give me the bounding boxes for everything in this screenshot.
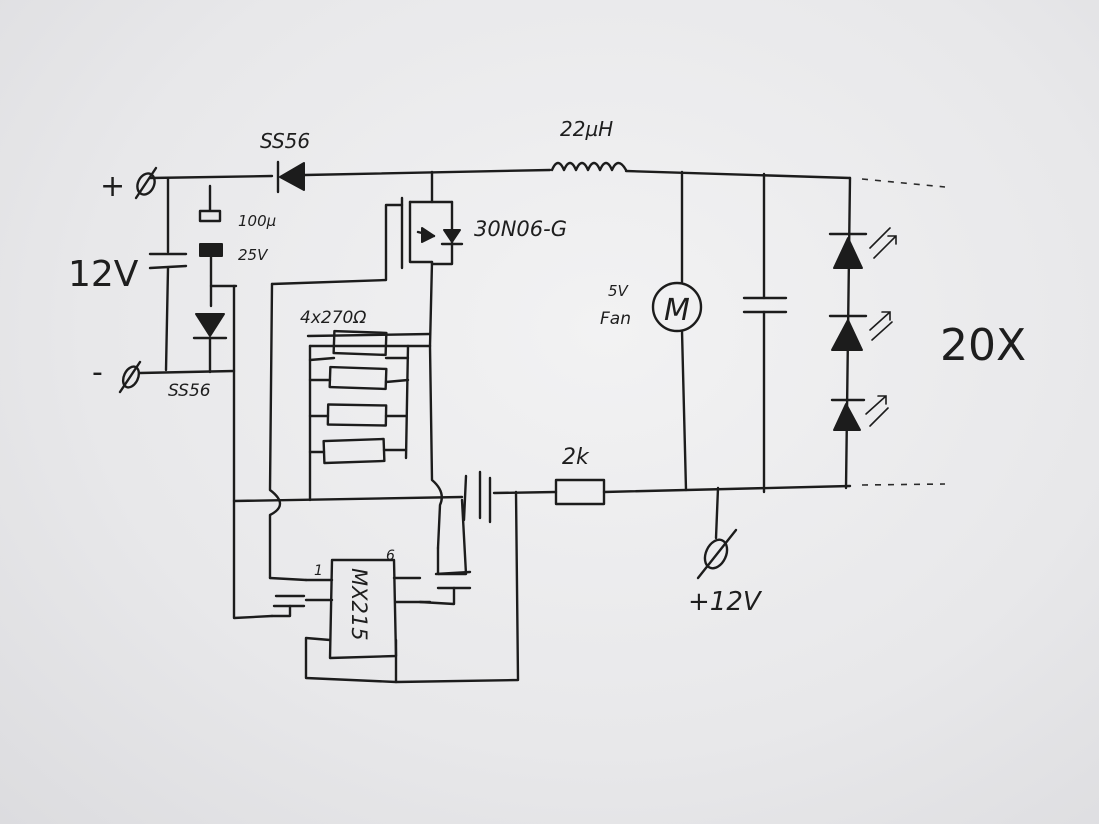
motor-symbol-label: M	[664, 293, 690, 328]
bottom-left-rail	[138, 369, 236, 375]
led-2	[828, 311, 893, 351]
fan-motor	[651, 170, 703, 492]
led-1	[828, 227, 897, 269]
mosfet-label: 30N06-G	[474, 217, 567, 241]
supply-voltage-label: 12V	[68, 254, 139, 295]
led-3	[830, 395, 889, 431]
led-string	[828, 176, 897, 490]
resistor-2k-label: 2k	[562, 445, 590, 470]
resistor-array-4x270	[268, 282, 443, 580]
supply-minus-label: -	[92, 355, 103, 390]
diode-bottom-label: SS56	[168, 381, 211, 401]
input-minus-terminal	[118, 360, 142, 394]
output-capacitor	[742, 172, 788, 494]
diode-top-label: SS56	[260, 129, 310, 153]
inductor-label: 22µH	[560, 117, 613, 141]
electrolytic-capacitor-100u	[198, 184, 223, 288]
ic-pin6-label: 6	[386, 548, 395, 564]
resistor-array-label: 4x270Ω	[300, 308, 366, 328]
output-12v-terminal	[696, 486, 738, 580]
diode-ss56-top	[276, 160, 305, 194]
ic-mx215: MX215	[304, 558, 432, 684]
bottom-rail-wire	[232, 484, 852, 503]
output-terminal-label: +12V	[688, 587, 763, 617]
top-rail-wire	[148, 168, 852, 180]
cap-value-label: 100µ	[238, 212, 276, 230]
ic-timing-capacitor-right	[418, 498, 472, 606]
fan-voltage-label: 5V	[608, 282, 630, 300]
input-capacitor	[148, 176, 188, 372]
input-plus-terminal	[134, 166, 158, 200]
ic-decoupling-capacitor-left	[268, 576, 308, 618]
diode-ss56-bottom	[192, 284, 238, 374]
left-return-wire	[232, 284, 274, 620]
ic-name-label: MX215	[347, 568, 371, 641]
led-count-label: 20X	[940, 320, 1026, 371]
mosfet-30n06	[270, 170, 464, 348]
supply-plus-label: +	[100, 169, 125, 204]
coupling-capacitor	[394, 470, 520, 684]
ic-pin1-label: 1	[314, 563, 323, 579]
inductor-22uh	[550, 161, 628, 172]
cap-voltage-label: 25V	[238, 246, 269, 264]
bottom-rail-continuation	[861, 483, 946, 486]
fan-word-label: Fan	[600, 309, 631, 329]
resistor-2k	[554, 478, 606, 506]
top-rail-continuation	[861, 178, 946, 188]
